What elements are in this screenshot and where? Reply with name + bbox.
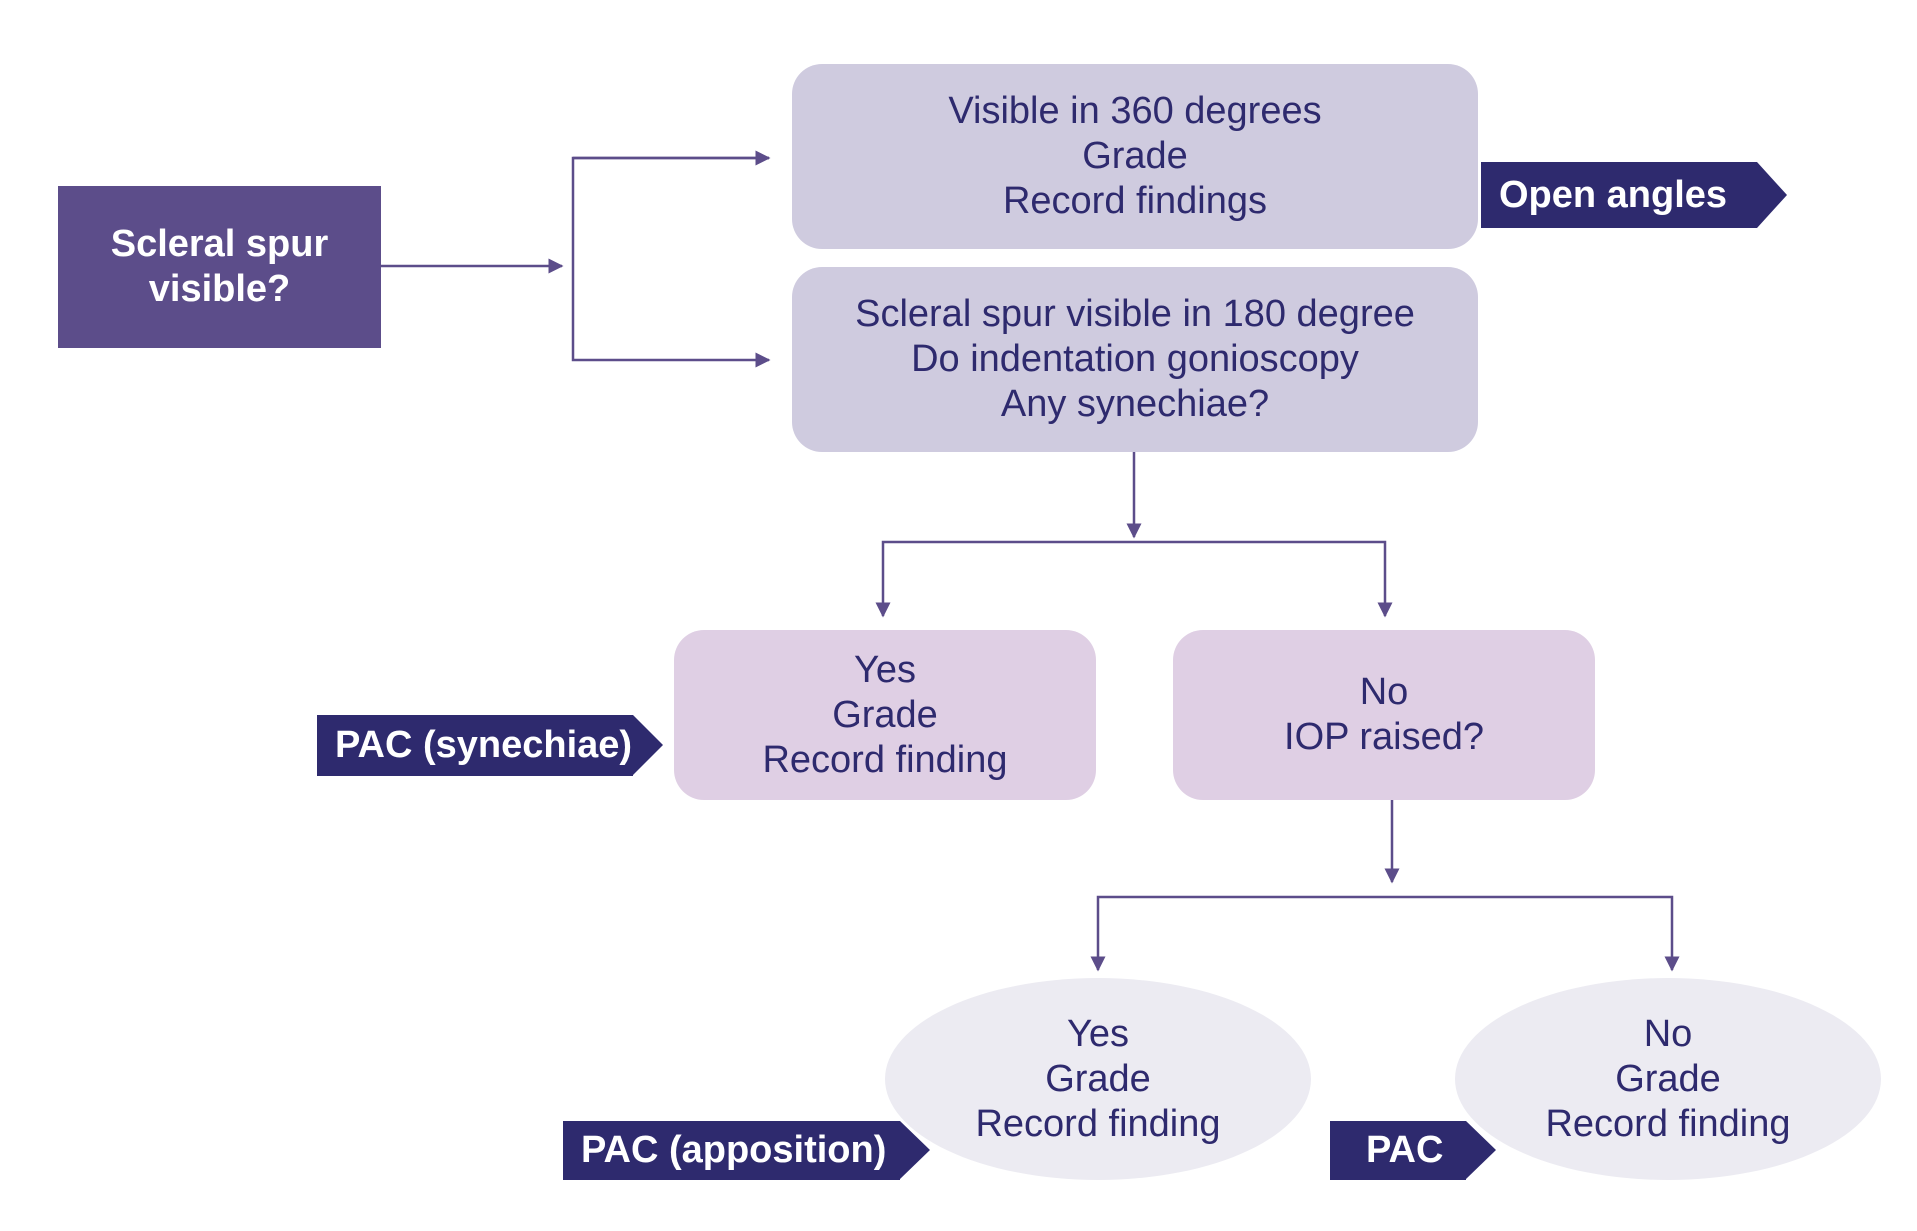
tag-pac-apposition: PAC (apposition) [563,1121,930,1180]
node-text: Scleral spur visible in 180 degree [855,293,1415,335]
node-text: Do indentation gonioscopy [911,338,1359,380]
tag-text: PAC (apposition) [581,1129,887,1171]
node-iop-yes: Yes Grade Record finding [885,978,1311,1180]
tag-text: PAC [1366,1129,1444,1171]
node-text: visible? [148,268,291,310]
node-text: Record finding [1545,1102,1791,1145]
node-synechiae-no: No IOP raised? [1173,630,1595,800]
node-iop-no: No Grade Record finding [1455,978,1881,1180]
tag-open-angles: Open angles [1481,162,1787,228]
node-text: Yes [854,648,916,691]
split-bracket-2-right [1134,540,1393,618]
node-visible-180: Scleral spur visible in 180 degree Do in… [792,267,1478,452]
node-text: Record findings [1002,180,1268,222]
node-text: Scleral spur [110,223,329,265]
node-text: No [1643,1012,1693,1055]
split-bracket-3-right [1392,895,1680,972]
node-text: Grade [1615,1057,1721,1100]
node-text: Grade [1082,135,1188,177]
node-text: IOP raised? [1284,716,1484,758]
tag-pac: PAC [1330,1121,1496,1180]
node-text: Record finding [762,738,1008,781]
node-text: Visible in 360 degrees [948,90,1322,132]
start-node-scleral-spur-visible: Scleral spur visible? [58,186,381,348]
node-visible-360: Visible in 360 degrees Grade Record find… [792,64,1478,249]
node-text: Any synechiae? [1000,383,1270,425]
node-text: No [1359,671,1409,713]
node-text: Record finding [975,1102,1221,1145]
split-bracket-1 [571,156,771,368]
tag-text: Open angles [1499,173,1728,216]
node-text: Grade [832,693,938,736]
split-bracket-2-left [875,540,1134,618]
node-text: Yes [1067,1012,1129,1055]
node-text: Grade [1045,1057,1151,1100]
node-synechiae-yes: Yes Grade Record finding [674,630,1096,800]
tag-text: PAC (synechiae) [335,724,633,766]
tag-pac-synechiae: PAC (synechiae) [317,715,663,776]
split-bracket-3-left [1090,895,1392,972]
